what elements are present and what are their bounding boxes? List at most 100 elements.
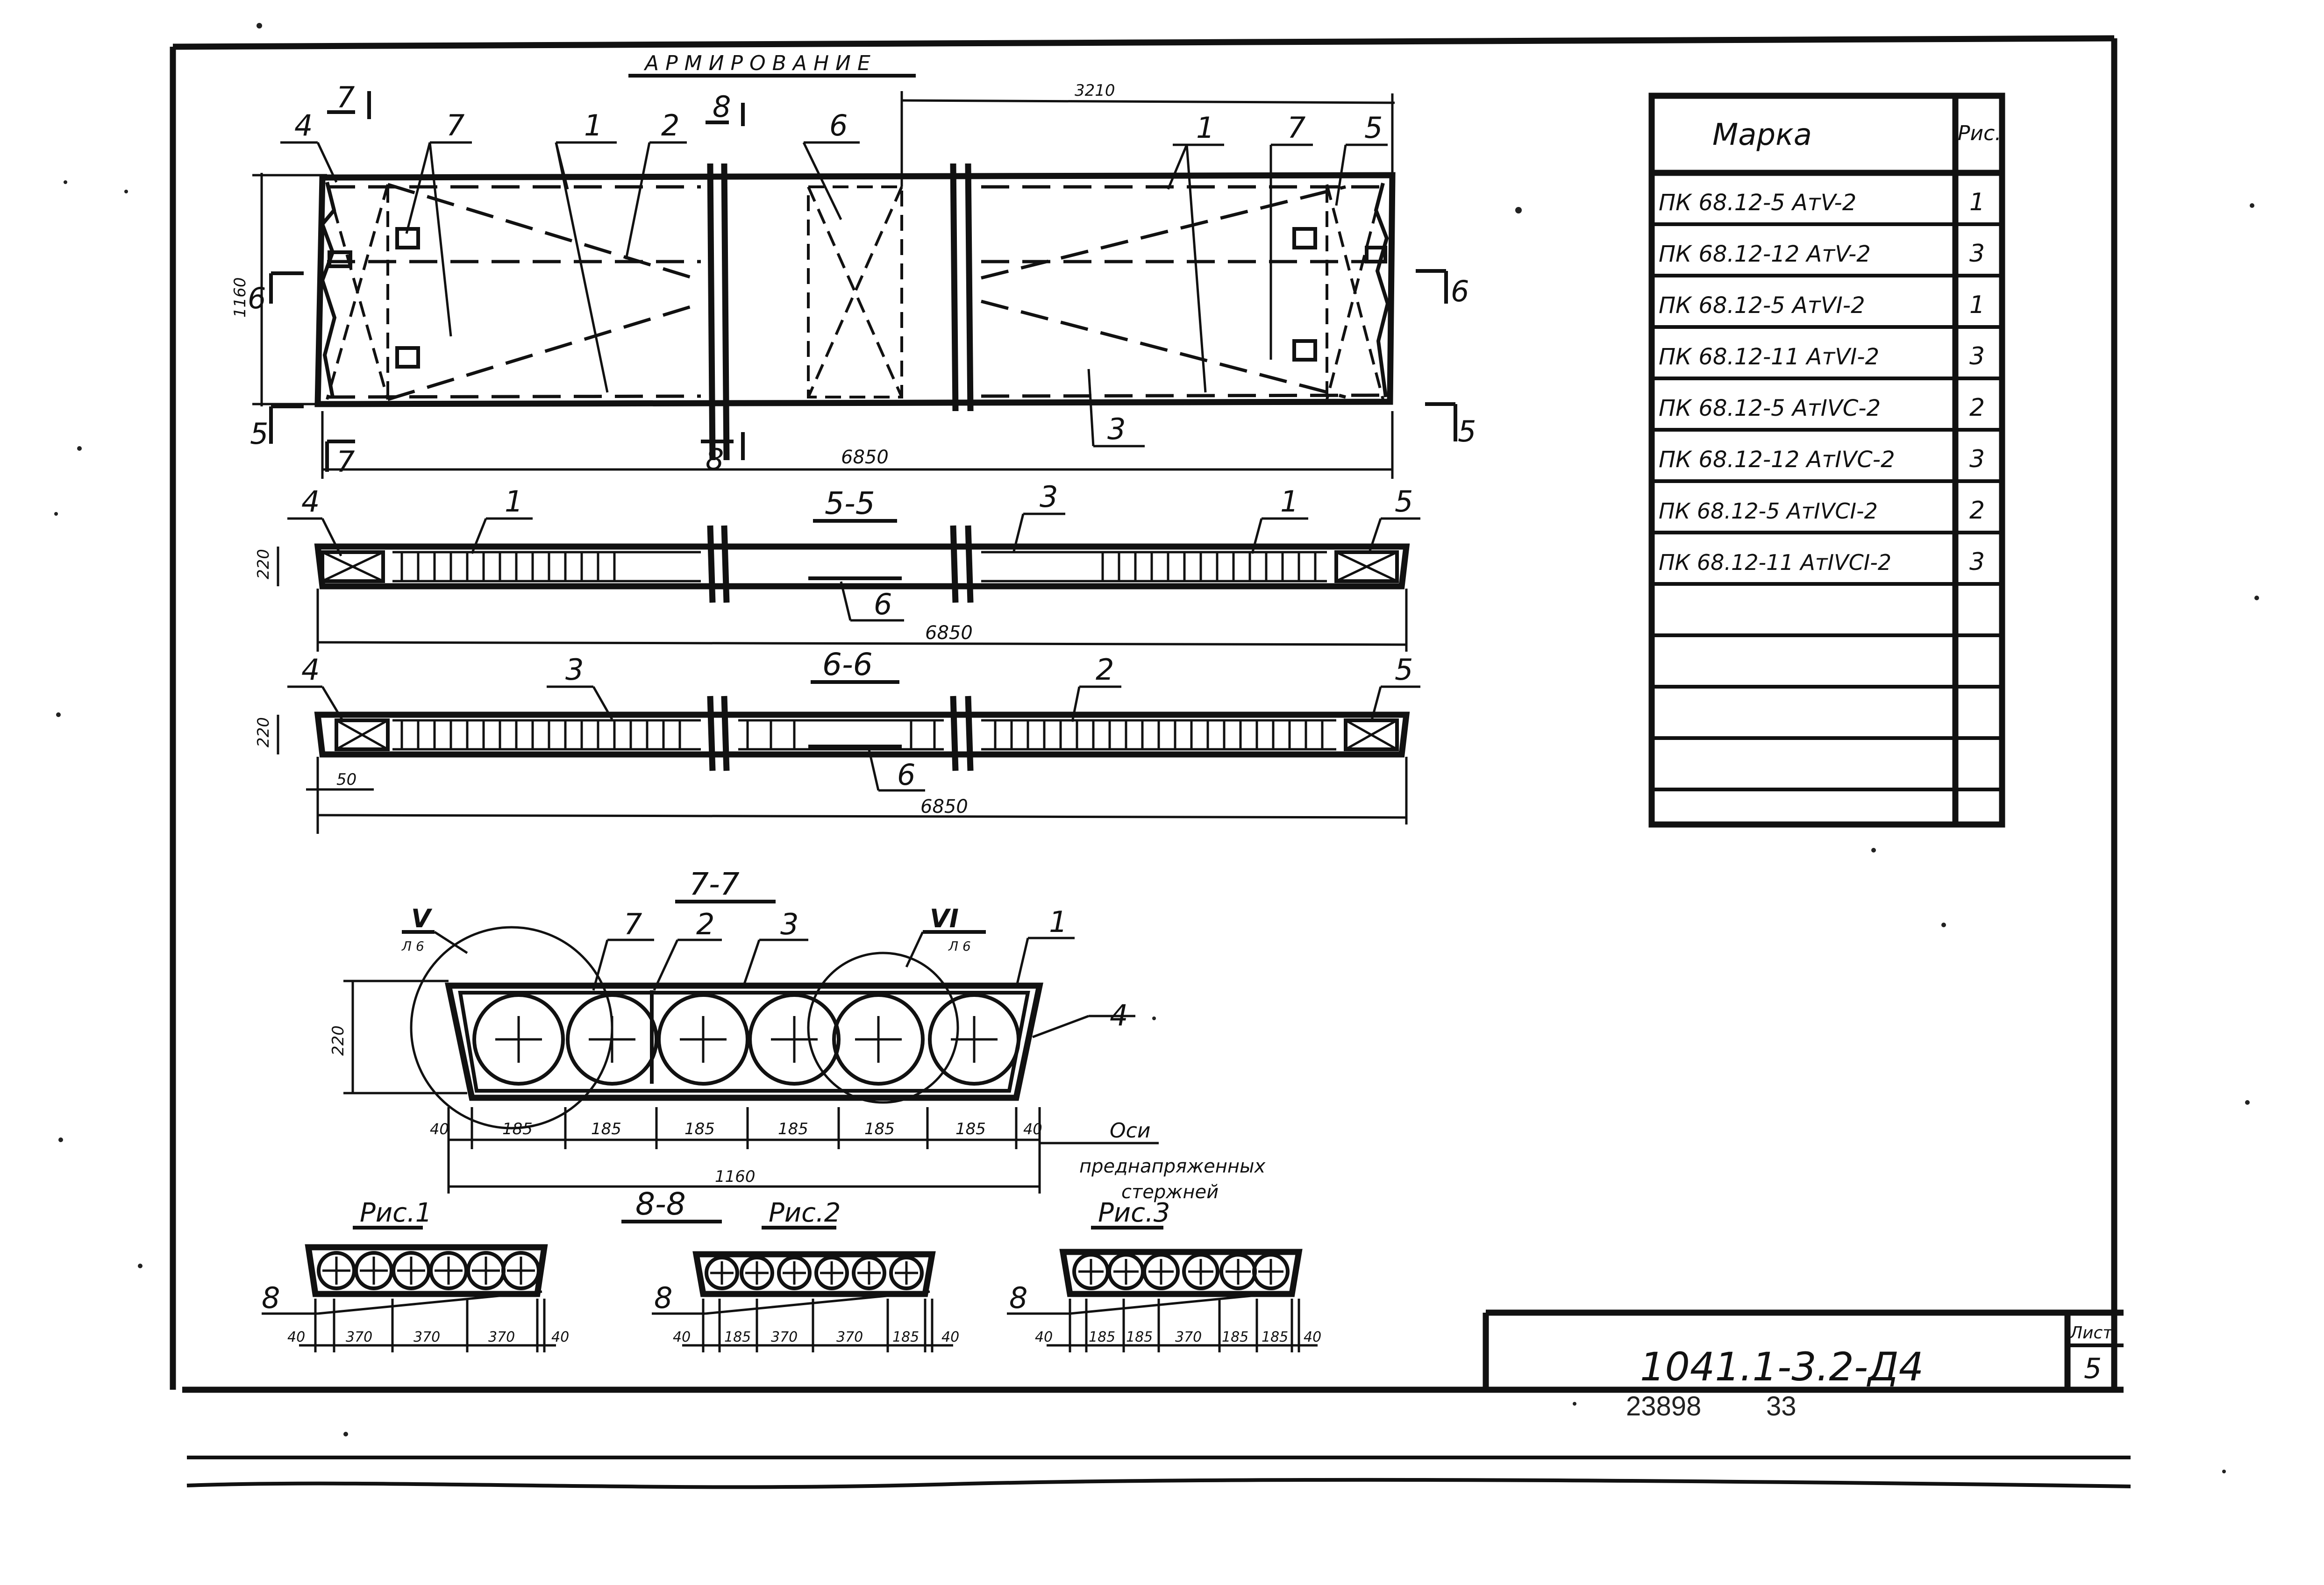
section-8-8: 8-8 Рис.1 8 40 370 370 370 40 Рис.2 — [262, 1186, 1321, 1352]
plan-dim-width: 1160 — [231, 277, 250, 318]
callout-1: 1 — [584, 108, 602, 142]
table-row-2-fig: 3 — [1969, 240, 1985, 268]
table-row-5-fig: 2 — [1969, 394, 1985, 422]
table-row-7-fig: 2 — [1969, 497, 1985, 525]
sheet-label: Лист — [2069, 1323, 2113, 1343]
node-vi-marker: VI Л 6 — [905, 904, 986, 968]
s77-callout-2: 2 — [696, 907, 714, 941]
fig1-dim-3: 370 — [488, 1329, 515, 1345]
section-mark-7-bottom: 7 — [336, 445, 355, 479]
sheet-frame — [170, 35, 2131, 1489]
table-row-6-fig: 3 — [1969, 445, 1985, 473]
fig1-dim-4: 40 — [551, 1329, 569, 1345]
s77-callout-3: 3 — [780, 907, 798, 941]
mark-table: Марка Рис. ПК 68.12-5 АтV-2 1 ПК 68.12-1… — [1648, 92, 2005, 828]
plan-dim-offset: 3210 — [1075, 81, 1115, 100]
section-5-5-length: 6850 — [925, 622, 973, 644]
s66-callout-4: 4 — [301, 653, 320, 687]
page-number: 33 — [1766, 1391, 1796, 1422]
s77-callout-1: 1 — [1049, 905, 1067, 939]
plan-view: 6850 1160 3210 4 7 1 2 8 6 1 7 5 — [231, 80, 1476, 479]
s77-dim-2: 185 — [591, 1120, 621, 1138]
fig3-dim-2: 185 — [1126, 1329, 1153, 1345]
s55-callout-5: 5 — [1395, 484, 1413, 519]
s77-dim-3: 185 — [684, 1120, 715, 1138]
fig3-dim-1: 185 — [1089, 1329, 1115, 1345]
table-row-3-fig: 1 — [1969, 291, 1985, 319]
section-5-5-stirrups — [321, 550, 1399, 583]
s77-dim-6: 185 — [955, 1120, 986, 1138]
s55-callout-6: 6 — [874, 587, 892, 621]
s55-callout-1: 1 — [505, 484, 523, 519]
plan-dim-length: 6850 — [841, 447, 889, 468]
callout-7: 7 — [446, 108, 464, 142]
fig3-dim-4: 185 — [1222, 1329, 1248, 1345]
title-block: Лист 5 1041.1-3.2-Д4 23898 33 — [1483, 1309, 2124, 1422]
fig1-callout-8: 8 — [262, 1281, 280, 1315]
fig3-dim-6: 40 — [1304, 1329, 1321, 1345]
fig2-dim-1: 185 — [724, 1329, 751, 1345]
table-row-7-mark: ПК 68.12-5 АтIVCI-2 — [1659, 498, 1878, 524]
callout-6: 6 — [829, 108, 848, 142]
callout-2: 2 — [661, 108, 679, 142]
section-mark-5-left: 5 — [250, 417, 268, 451]
table-header-fig: Рис. — [1958, 121, 2001, 145]
s55-callout-4: 4 — [301, 484, 320, 519]
section-7-7-dims: 40 185 185 185 185 185 185 40 1160 — [430, 1107, 1042, 1194]
table-row-2-mark: ПК 68.12-12 АтV-2 — [1659, 241, 1871, 267]
fig1-dim-2: 370 — [413, 1329, 440, 1345]
s77-callout-7: 7 — [624, 907, 642, 941]
s55-callout-3: 3 — [1040, 480, 1058, 514]
section-6-6-stirrups — [335, 718, 1399, 751]
fig1-dim-0: 40 — [287, 1329, 305, 1345]
s66-callout-2: 2 — [1096, 653, 1114, 687]
s77-dim-4: 185 — [778, 1120, 808, 1138]
section-8-8-title: 8-8 — [635, 1186, 686, 1222]
section-mark-8-top: 8 — [713, 90, 731, 124]
axes-note-3: стержней — [1121, 1181, 1219, 1203]
fig3-dim-5: 185 — [1262, 1329, 1288, 1345]
fig-1: Рис.1 8 40 370 370 370 40 — [262, 1198, 569, 1352]
section-5-5-title: 5-5 — [825, 485, 875, 521]
fig2-label: Рис.2 — [769, 1198, 841, 1228]
section-6-6-height: 220 — [254, 717, 273, 747]
fig2-dim-5: 40 — [941, 1329, 959, 1345]
axes-note-1: Оси — [1110, 1119, 1150, 1143]
s77-total: 1160 — [715, 1167, 756, 1186]
table-row-1-mark: ПК 68.12-5 АтV-2 — [1659, 190, 1856, 216]
section-6-6: 6-6 220 50 6850 4 3 2 5 — [254, 647, 1420, 834]
fig3-dim-3: 370 — [1175, 1329, 1202, 1345]
drawing-code: 1041.1-3.2-Д4 — [1640, 1344, 1924, 1390]
fig1-dim-1: 370 — [346, 1329, 372, 1345]
table-row-4-fig: 3 — [1969, 342, 1985, 370]
table-row-6-mark: ПК 68.12-12 АтIVC-2 — [1659, 447, 1895, 473]
axes-note-2: преднапряженных — [1079, 1156, 1266, 1177]
section-mark-6-left: 6 — [248, 281, 266, 315]
fig2-dim-2: 370 — [771, 1329, 798, 1345]
callout-1b: 1 — [1196, 111, 1214, 145]
node-v-ref: Л 6 — [401, 938, 424, 954]
sheet-number: 5 — [2084, 1352, 2102, 1385]
table-row-4-mark: ПК 68.12-11 АтVI-2 — [1659, 344, 1879, 370]
callout-7b: 7 — [1287, 111, 1305, 145]
fig2-callout-8: 8 — [654, 1281, 672, 1315]
fig1-label: Рис.1 — [360, 1198, 432, 1228]
section-mark-7-top: 7 — [336, 80, 355, 114]
s66-callout-6: 6 — [897, 758, 915, 792]
section-5-5-height: 220 — [254, 549, 273, 579]
fig3-dim-0: 40 — [1035, 1329, 1053, 1345]
node-v-marker: V Л 6 — [401, 904, 468, 954]
section-6-6-length: 6850 — [920, 796, 968, 817]
table-header-mark: Марка — [1712, 118, 1812, 152]
callout-5: 5 — [1364, 111, 1383, 145]
section-7-7-height: 220 — [329, 1025, 348, 1056]
s77-dim-7: 40 — [1023, 1120, 1042, 1138]
table-row-8-mark: ПК 68.12-11 АтIVCI-2 — [1659, 550, 1891, 575]
s55-callout-1b: 1 — [1280, 484, 1298, 519]
table-row-1-fig: 1 — [1969, 188, 1985, 216]
section-mark-5-right: 5 — [1458, 414, 1476, 448]
node-vi-label: VI — [930, 904, 959, 933]
section-6-6-offset: 50 — [336, 770, 356, 789]
table-row-3-mark: ПК 68.12-5 АтVI-2 — [1659, 292, 1865, 319]
